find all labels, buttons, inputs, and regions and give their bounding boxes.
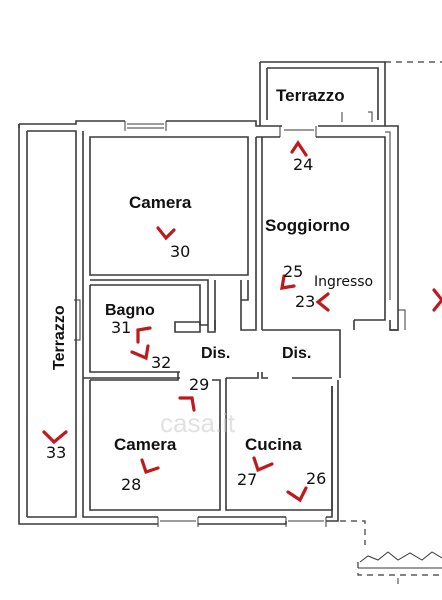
marker-25: [280, 274, 296, 290]
view-number-28: 28: [121, 475, 141, 494]
view-number-33: 33: [46, 443, 66, 462]
label-dis-right: Dis.: [282, 345, 311, 362]
view-number-24: 24: [293, 155, 313, 174]
label-camera-bottom: Camera: [114, 435, 177, 454]
view-number-29: 29: [189, 375, 209, 394]
view-number-27: 27: [237, 470, 257, 489]
label-terrazzo-top: Terrazzo: [276, 86, 345, 105]
label-dis-left: Dis.: [201, 345, 230, 362]
right-side: [385, 131, 406, 330]
view-number-26: 26: [306, 469, 326, 488]
label-camera-top: Camera: [129, 193, 192, 212]
marker-24: [290, 140, 308, 157]
view-number-32: 32: [151, 353, 171, 372]
marker-offscreen: [432, 288, 442, 312]
outline-bottom-right: [340, 520, 442, 584]
marker-28: [140, 458, 160, 475]
view-number-23: 23: [295, 292, 315, 311]
marker-26: [286, 486, 308, 503]
marker-32: [130, 344, 150, 361]
walls: [18, 120, 399, 527]
marker-33: [42, 430, 68, 445]
marker-29: [178, 396, 196, 412]
label-cucina: Cucina: [245, 435, 302, 454]
view-number-25: 25: [283, 262, 303, 281]
view-number-30: 30: [170, 242, 190, 261]
terrace-top: [259, 61, 442, 126]
marker-30: [156, 226, 176, 241]
marker-27: [252, 456, 274, 473]
marker-31: [136, 326, 152, 344]
label-terrazzo-left: Terrazzo: [51, 305, 68, 370]
view-markers: [42, 140, 442, 503]
label-bagno: Bagno: [105, 302, 155, 319]
label-ingresso: Ingresso: [314, 274, 373, 290]
view-number-31: 31: [111, 318, 131, 337]
marker-23: [315, 292, 330, 312]
label-soggiorno: Soggiorno: [265, 216, 350, 235]
watermark-text: casa.it: [160, 408, 236, 438]
